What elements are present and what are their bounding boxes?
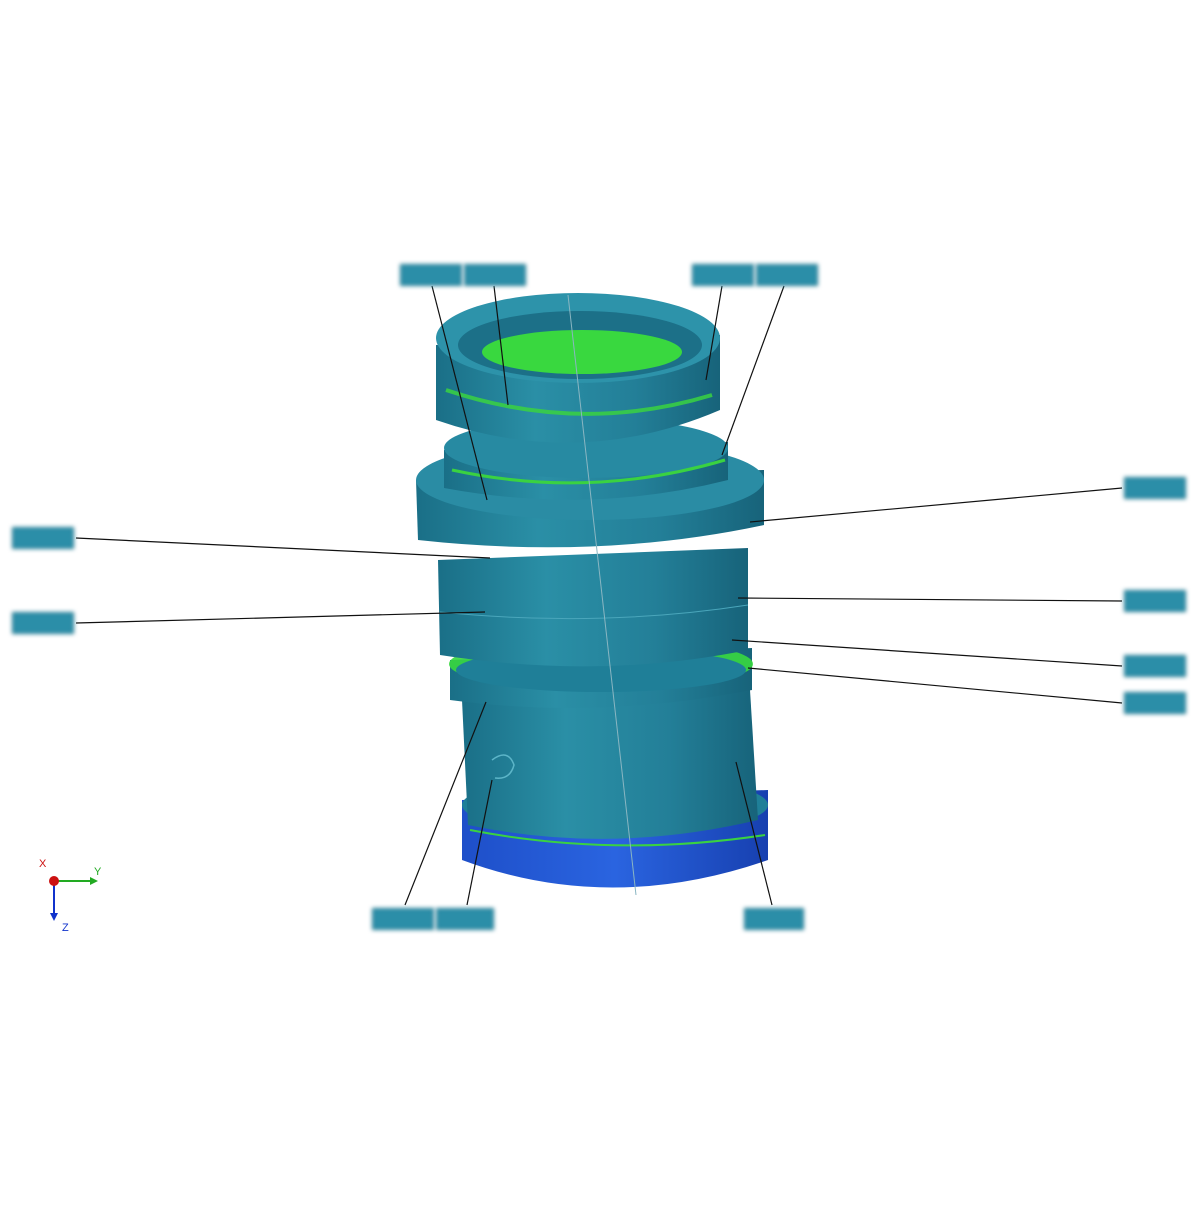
measure-label-bottom-right[interactable]: [744, 908, 804, 930]
measure-label-right-3[interactable]: [1124, 655, 1186, 677]
x-axis-label: X: [39, 858, 47, 870]
measure-label-bottom-left-b[interactable]: [436, 908, 494, 930]
measure-label-right-1[interactable]: [1124, 477, 1186, 499]
lower-body: [462, 690, 758, 839]
center-axis-line: [567, 294, 637, 896]
leader-lines: [75, 285, 1123, 906]
measure-label-right-4[interactable]: [1124, 692, 1186, 714]
measure-label-bottom-left-a[interactable]: [372, 908, 434, 930]
measure-label-right-2[interactable]: [1124, 590, 1186, 612]
x-axis-dot: [49, 876, 59, 886]
measure-label-left-1[interactable]: [12, 527, 74, 549]
measure-label-top-right-b[interactable]: [756, 264, 818, 286]
top-cup: [436, 293, 720, 443]
measure-label-top-left-a[interactable]: [400, 264, 462, 286]
measure-label-top-left-b[interactable]: [464, 264, 526, 286]
middle-body: [438, 548, 749, 667]
measure-label-left-2[interactable]: [12, 612, 74, 634]
y-axis-label: Y: [94, 866, 102, 878]
z-axis-label: Z: [62, 922, 69, 934]
measure-label-top-right-a[interactable]: [692, 264, 754, 286]
axis-triad: X Y Z: [39, 858, 102, 934]
